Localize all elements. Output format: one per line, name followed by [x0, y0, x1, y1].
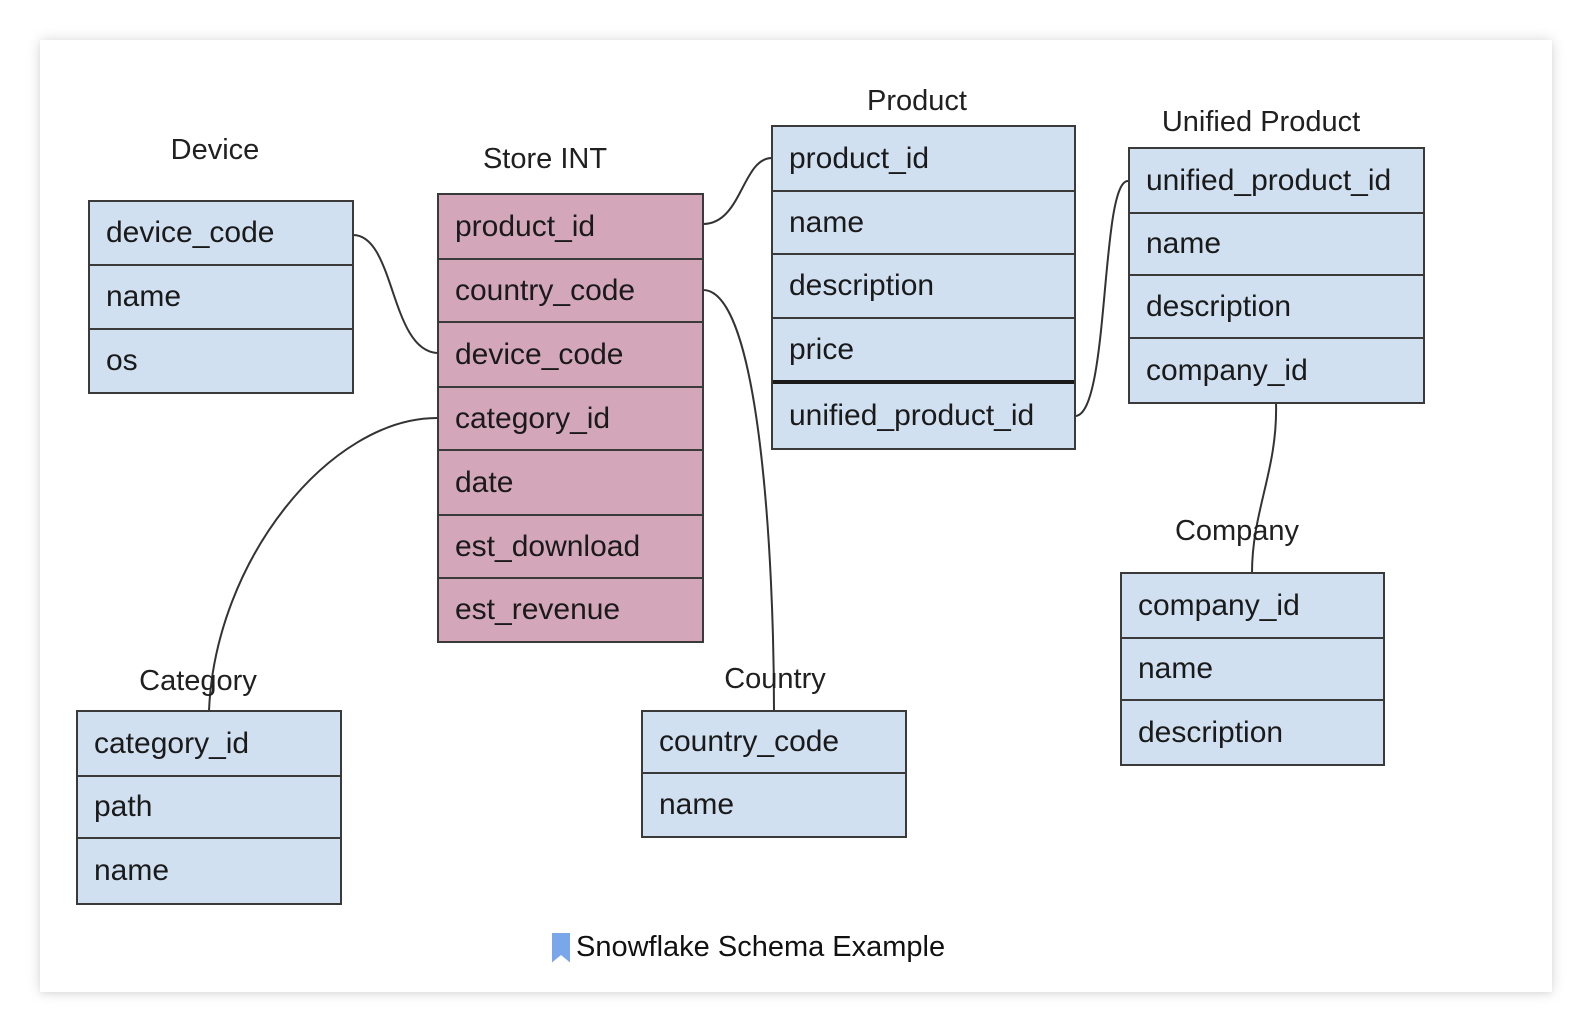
field-store-country-code[interactable]: country_code — [439, 260, 702, 323]
field-unified-name[interactable]: name — [1130, 214, 1423, 276]
field-product-price[interactable]: price — [773, 319, 1074, 384]
link-store-product — [702, 157, 773, 225]
link-store-country — [702, 289, 775, 712]
table-title-unified-product: Unified Product — [1161, 106, 1361, 138]
field-store-product-id[interactable]: product_id — [439, 195, 702, 260]
diagram-caption: Snowflake Schema Example — [552, 931, 945, 964]
field-category-id[interactable]: category_id — [78, 712, 340, 777]
table-title-store-int: Store INT — [482, 143, 608, 175]
field-product-unified-product-id[interactable]: unified_product_id — [789, 399, 1035, 432]
field-store-est-download[interactable]: est_download — [439, 516, 702, 579]
table-title-country: Country — [724, 663, 826, 695]
field-store-device-code[interactable]: device_code — [439, 323, 702, 388]
field-device-code[interactable]: device_code — [90, 202, 352, 266]
field-unified-company-id[interactable]: company_id — [1146, 353, 1308, 387]
link-store-category — [208, 417, 438, 712]
table-device[interactable]: device_code name os — [88, 200, 354, 394]
field-store-category-id[interactable]: category_id — [439, 388, 702, 451]
table-title-product: Product — [867, 85, 967, 117]
table-product[interactable]: product_id name description price unifie… — [771, 125, 1076, 450]
field-product-name[interactable]: name — [773, 192, 1074, 255]
table-company[interactable]: company_id name description — [1120, 572, 1385, 766]
table-title-category: Category — [139, 665, 257, 697]
caption-text: Snowflake Schema Example — [576, 931, 946, 963]
field-unified-description[interactable]: description — [1130, 276, 1423, 339]
field-company-name[interactable]: name — [1122, 639, 1383, 701]
link-unified-company — [1251, 401, 1278, 574]
table-unified-product[interactable]: unified_product_id name description comp… — [1128, 147, 1425, 404]
field-company-description[interactable]: description — [1138, 715, 1284, 749]
field-category-path[interactable]: path — [78, 777, 340, 839]
field-store-date[interactable]: date — [439, 451, 702, 516]
table-category[interactable]: category_id path name — [76, 710, 342, 905]
table-country[interactable]: country_code name — [641, 710, 907, 838]
field-product-id[interactable]: product_id — [773, 127, 1074, 192]
field-country-code[interactable]: country_code — [643, 712, 905, 774]
field-category-name[interactable]: name — [94, 854, 170, 887]
link-product-unified — [1074, 180, 1129, 417]
field-store-est-revenue[interactable]: est_revenue — [455, 593, 621, 626]
field-unified-product-id[interactable]: unified_product_id — [1130, 149, 1423, 214]
field-company-id[interactable]: company_id — [1122, 574, 1383, 639]
table-title-company: Company — [1174, 515, 1300, 547]
table-store-int[interactable]: product_id country_code device_code cate… — [437, 193, 704, 643]
table-title-device: Device — [170, 134, 260, 166]
bookmark-icon — [552, 932, 570, 963]
link-device-store — [352, 234, 438, 354]
field-product-description[interactable]: description — [773, 255, 1074, 319]
field-device-name[interactable]: name — [90, 266, 352, 330]
field-device-os[interactable]: os — [106, 344, 138, 377]
field-country-name[interactable]: name — [659, 788, 735, 821]
